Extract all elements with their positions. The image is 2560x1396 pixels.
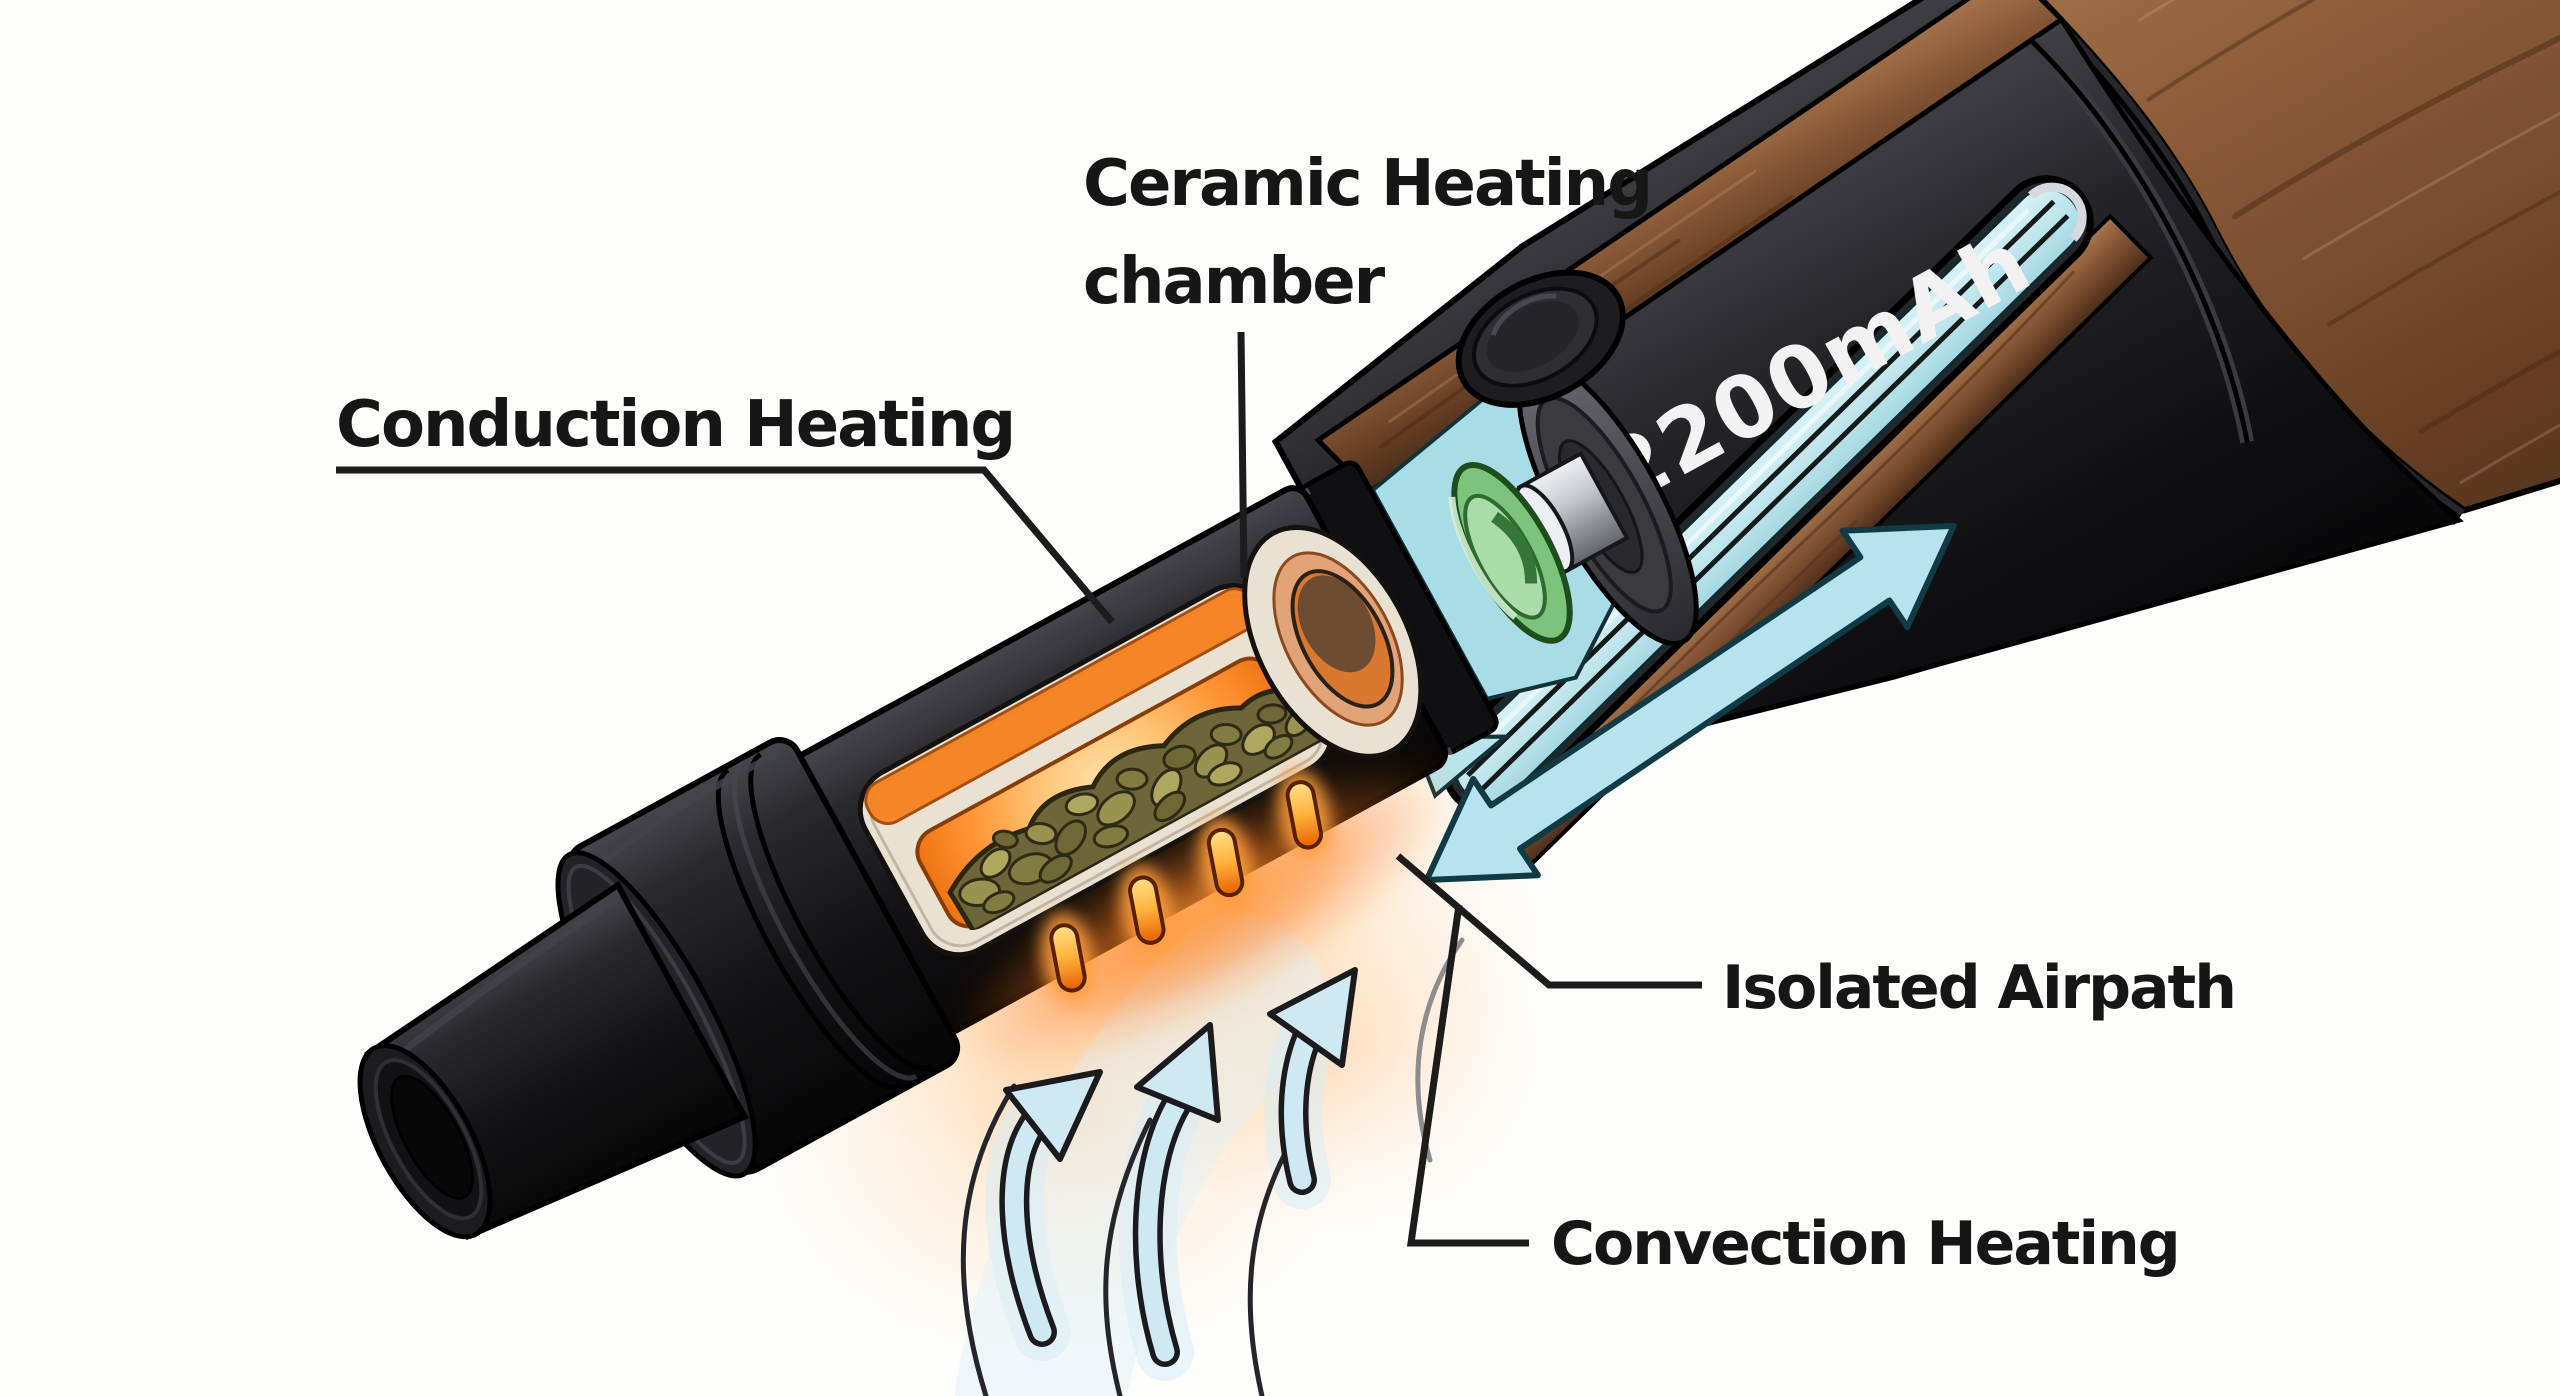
labels: Ceramic Heating chamber Conduction Heati… (336, 147, 2237, 1279)
airflow-arrow (1423, 522, 1957, 884)
leader-ceramic-chamber (1237, 331, 1248, 579)
heat-vents (1041, 769, 1332, 1004)
slot-end-glint (2027, 182, 2087, 242)
herb-material (947, 687, 1334, 936)
convection-arrow-3 (1267, 967, 1358, 1195)
label-conduction: Conduction Heating (336, 388, 1014, 462)
label-ceramic-line2: chamber (1083, 245, 1386, 319)
convection-airflow (960, 937, 1465, 1396)
power-button (1455, 269, 1626, 408)
convection-arrow-2 (1132, 1022, 1221, 1367)
ceramic-chamber-cutaway (857, 524, 1424, 958)
label-isolated-airpath: Isolated Airpath (1722, 953, 2235, 1023)
air-streamlines (960, 937, 1465, 1396)
seal-ring-green (1448, 461, 1573, 644)
label-ceramic-line1: Ceramic Heating (1083, 147, 1651, 221)
leader-lines (336, 331, 1702, 1247)
leader-convection (1406, 904, 1529, 1247)
mouthpiece (357, 880, 749, 1241)
label-convection: Convection Heating (1551, 1209, 2179, 1279)
mouthpiece-opening (390, 1074, 474, 1200)
leader-isolated-airpath (1395, 853, 1702, 989)
leader-conduction (336, 466, 1115, 625)
chamber-mouth (1242, 524, 1424, 759)
vaporizer-device: 2200mAh (357, 0, 2560, 1241)
convection-arrow-1 (999, 1069, 1103, 1347)
battery-end-seam-line (2030, 40, 2250, 443)
